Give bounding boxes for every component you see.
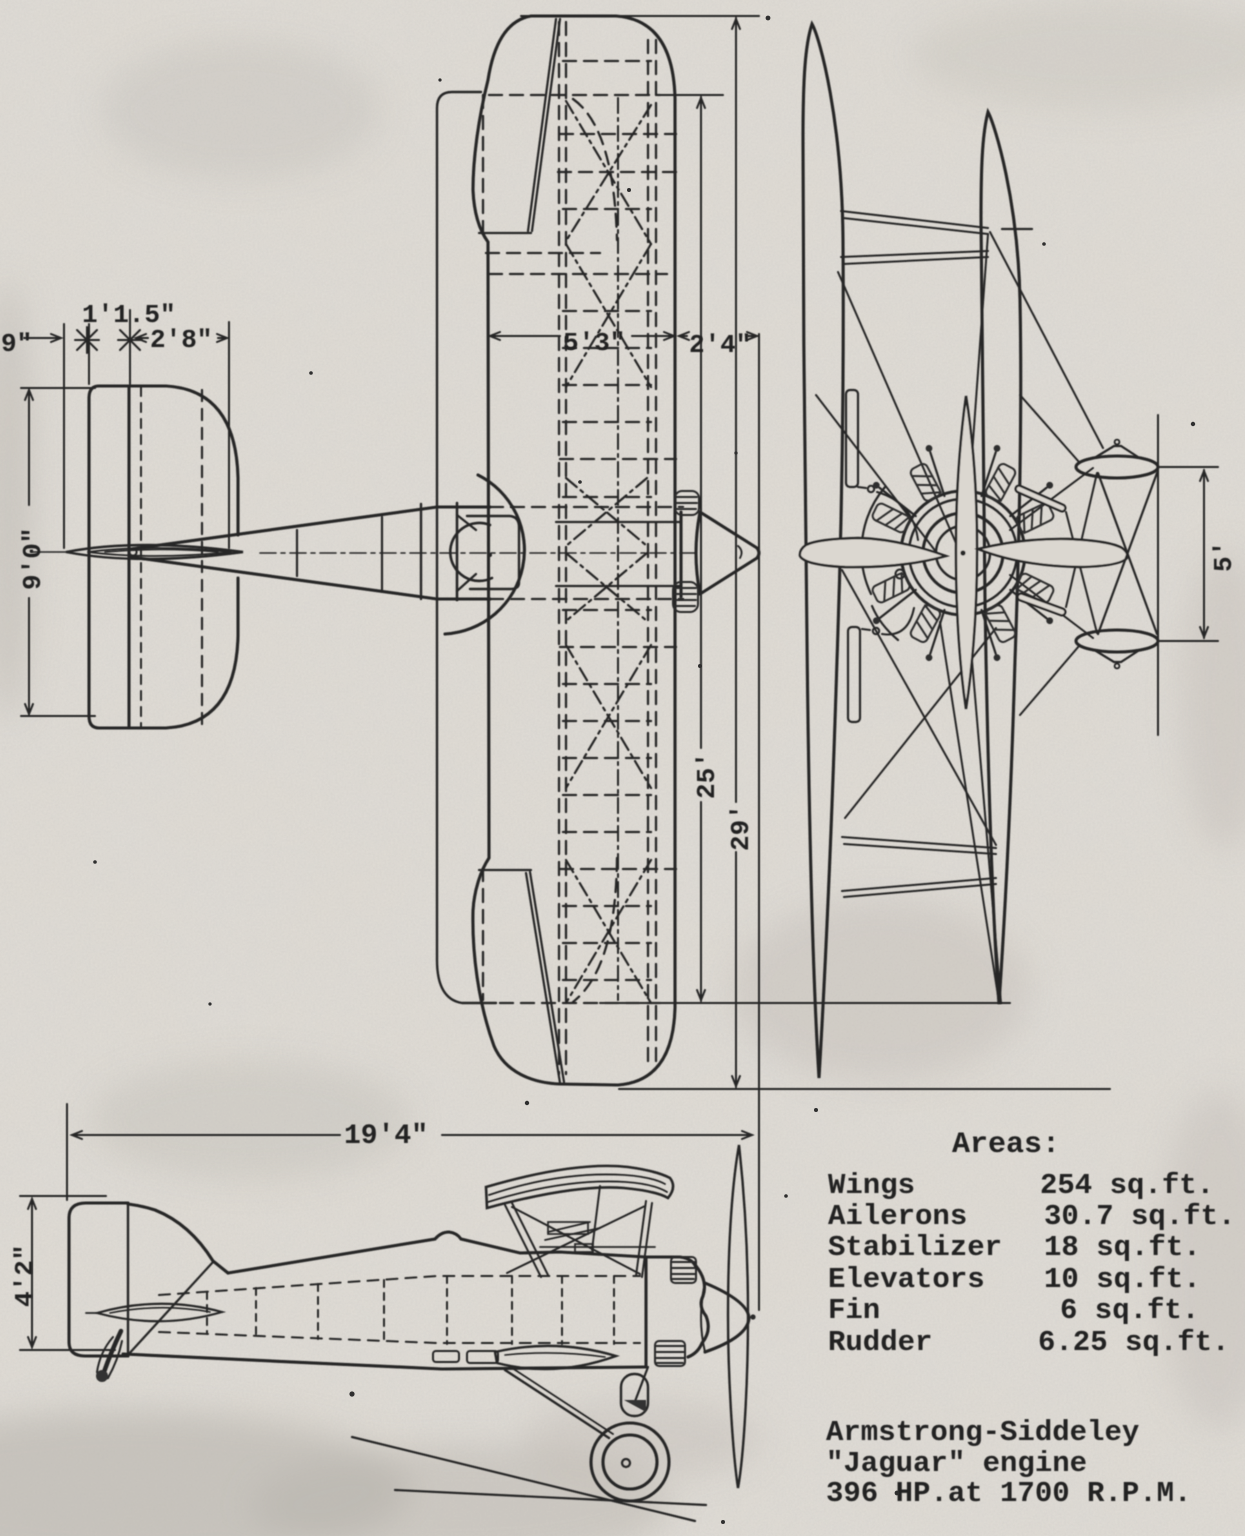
svg-text:Armstrong-Siddeley: Armstrong-Siddeley [826,1416,1139,1449]
svg-text:Fin: Fin [828,1294,880,1327]
svg-text:9'0": 9'0" [18,528,48,590]
svg-text:19'4": 19'4" [344,1121,428,1152]
svg-text:Areas:: Areas: [952,1128,1060,1162]
svg-text:Ailerons: Ailerons [828,1200,967,1233]
svg-text:18 sq.ft.: 18 sq.ft. [1044,1231,1201,1264]
svg-text:30.7 sq.ft.: 30.7 sq.ft. [1044,1200,1235,1233]
svg-text:5'3": 5'3" [563,328,625,358]
svg-text:Elevators: Elevators [828,1263,985,1296]
svg-text:"Jaguar" engine: "Jaguar" engine [826,1447,1087,1480]
svg-text:29': 29' [726,804,756,851]
svg-text:4'2": 4'2" [10,1245,40,1307]
svg-text:9": 9" [1,329,32,359]
svg-text:25': 25' [692,752,722,799]
svg-text:2'8": 2'8" [150,325,212,355]
svg-text:2'4": 2'4" [689,330,751,360]
svg-text:5': 5' [1209,541,1239,572]
svg-text:Rudder: Rudder [828,1326,932,1359]
svg-text:254 sq.ft.: 254 sq.ft. [1040,1169,1214,1202]
svg-text:396 HP.at 1700 R.P.M.: 396 HP.at 1700 R.P.M. [826,1477,1191,1510]
svg-text:Wings: Wings [828,1169,915,1202]
svg-text:6.25 sq.ft.: 6.25 sq.ft. [1038,1326,1229,1359]
svg-text:10 sq.ft.: 10 sq.ft. [1044,1263,1201,1296]
svg-text:6 sq.ft.: 6 sq.ft. [1060,1294,1199,1327]
svg-text:1'1.5": 1'1.5" [82,300,176,330]
svg-text:Stabilizer: Stabilizer [828,1231,1002,1264]
